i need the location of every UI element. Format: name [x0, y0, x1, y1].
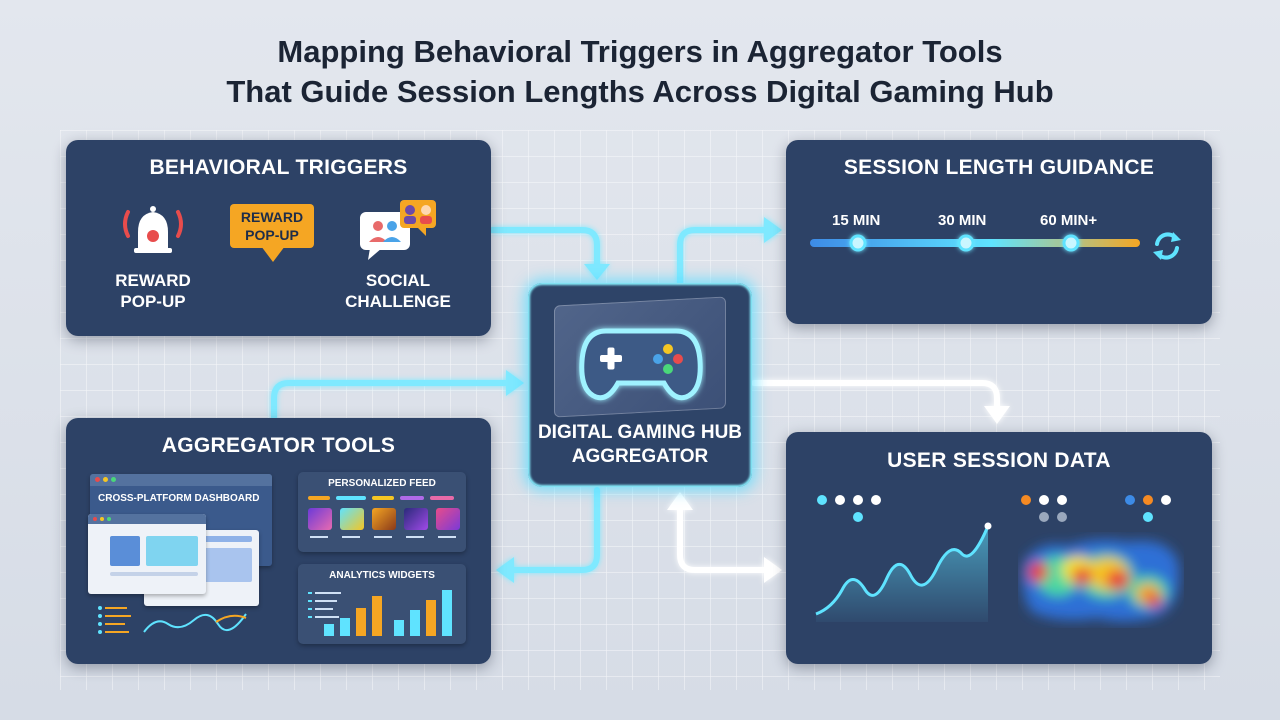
widgets-label: ANALYTICS WIDGETS: [329, 570, 435, 581]
feed-caption-2: [342, 536, 360, 538]
feed-caption-3: [374, 536, 392, 538]
feed-bar-pink: [430, 496, 454, 500]
badge-line1: REWARD: [240, 209, 304, 225]
gamepad-icon: [579, 315, 703, 401]
dashboard-window-front: [88, 514, 206, 594]
feed-bar-orange: [308, 496, 330, 500]
title-line-1: Mapping Behavioral Triggers in Aggregato…: [277, 34, 1003, 69]
timeline-dot-15: [849, 234, 867, 252]
trigger-label-reward-popup: REWARD POP-UP: [98, 270, 208, 312]
feed-thumb-5: [436, 508, 460, 530]
feed-thumb-2: [340, 508, 364, 530]
hub-label-line2: AGGREGATOR: [571, 446, 709, 467]
feed-label: PERSONALIZED FEED: [328, 478, 436, 489]
window-line: [110, 572, 198, 576]
window-dot-red: [93, 517, 97, 521]
gaming-hub-aggregator: DIGITAL GAMING HUB AGGREGATOR: [528, 283, 752, 487]
session-guidance-title: SESSION LENGTH GUIDANCE: [843, 156, 1155, 179]
badge-line2: POP-UP: [245, 227, 299, 243]
reward-popup-badge-icon: REWARD POP-UP: [230, 204, 314, 248]
milestone-15-min: 15 MIN: [832, 212, 881, 229]
timeline-dot-60: [1062, 234, 1080, 252]
milestone-30-min: 30 MIN: [938, 212, 987, 229]
feed-caption-4: [406, 536, 424, 538]
refresh-cycle-icon: [1153, 232, 1181, 260]
window-titlebar: [90, 474, 272, 486]
milestone-60-min: 60 MIN+: [1040, 212, 1098, 229]
analytics-widgets-card: ANALYTICS WIDGETS: [298, 564, 466, 644]
user-session-data-title: USER SESSION DATA: [887, 449, 1111, 472]
session-heatmap: [1022, 539, 1180, 622]
feed-caption-5: [438, 536, 456, 538]
trigger-label-social-challenge: SOCIAL CHALLENGE: [328, 270, 468, 312]
trigger-label-line2: POP-UP: [120, 292, 186, 311]
user-session-data-panel: USER SESSION DATA: [786, 432, 1212, 664]
window-dot-red: [95, 477, 100, 482]
aggregator-tools-title: AGGREGATOR TOOLS: [161, 434, 396, 457]
session-dots-cluster-1: [817, 495, 881, 522]
bell-alarm-icon: [123, 206, 183, 253]
feed-thumb-4: [404, 508, 428, 530]
feed-bar-purple: [400, 496, 424, 500]
personalized-feed-card: PERSONALIZED FEED: [298, 472, 466, 552]
analytics-bar-chart-icon: [308, 590, 452, 636]
badge-pointer-icon: [261, 246, 285, 262]
window-block-right: [146, 536, 198, 566]
session-dots-cluster-3: [1125, 495, 1171, 522]
title-line-2: That Guide Session Lengths Across Digita…: [226, 74, 1054, 109]
behavioral-triggers-panel: BEHAVIORAL TRIGGERS REWARD POP-UP REWARD…: [66, 140, 491, 336]
window-dot-green: [107, 517, 111, 521]
trigger-label-line1: SOCIAL: [365, 271, 431, 290]
trigger-label-line2: CHALLENGE: [345, 292, 451, 311]
page-title: Mapping Behavioral Triggers in Aggregato…: [0, 32, 1280, 112]
session-length-guidance-panel: SESSION LENGTH GUIDANCE 15 MIN 30 MIN 60…: [786, 140, 1212, 324]
feed-thumb-3: [372, 508, 396, 530]
feed-thumb-1: [308, 508, 332, 530]
session-dots-cluster-2: [1021, 495, 1067, 522]
hub-label-line1: DIGITAL GAMING HUB: [537, 422, 743, 443]
window-dot-yellow: [103, 477, 108, 482]
mini-list-and-trend-icon: [98, 606, 247, 634]
behavioral-triggers-title: BEHAVIORAL TRIGGERS: [149, 156, 408, 179]
window-dot-green: [111, 477, 116, 482]
timeline-dot-30: [957, 234, 975, 252]
trigger-label-line1: REWARD: [115, 271, 191, 290]
window-titlebar: [88, 514, 206, 524]
window-block-left: [110, 536, 140, 566]
feed-bar-cyan: [336, 496, 366, 500]
aggregator-tools-panel: AGGREGATOR TOOLS CROSS-PLATFORM DASHBOAR…: [66, 418, 491, 664]
session-timeline: [810, 234, 1140, 252]
session-trend-area-chart: [815, 522, 992, 622]
dashboard-label: CROSS-PLATFORM DASHBOARD: [98, 493, 260, 504]
window-dot-yellow: [100, 517, 104, 521]
feed-caption-1: [310, 536, 328, 538]
social-chat-icon: [360, 200, 436, 260]
feed-bar-yellow: [372, 496, 394, 500]
